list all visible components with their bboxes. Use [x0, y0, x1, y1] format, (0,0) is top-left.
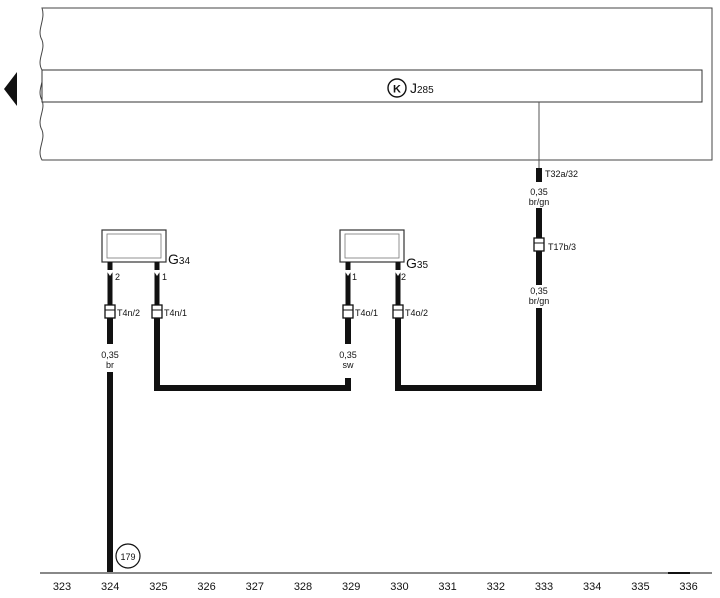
- ruler-label-332: 332: [487, 581, 505, 593]
- wire-j285-lower-color: br/gn: [529, 296, 550, 306]
- wire-g35-pin1-size: 0,35: [339, 350, 357, 360]
- ruler-label-326: 326: [197, 581, 215, 593]
- wire-j285-lower-size: 0,35: [530, 286, 548, 296]
- j285-index: 285: [417, 85, 434, 96]
- connector-t4o2-housing: [392, 304, 404, 319]
- g35-pin1-arrow-icon: [344, 270, 352, 276]
- sensor-g34: G34 2 1: [101, 229, 190, 282]
- wire-g34-pin2-size: 0,35: [101, 350, 119, 360]
- sensor-g35: G35 1 2: [339, 229, 428, 282]
- k-symbol-text: K: [393, 84, 401, 96]
- connector-t4o1: T4o/1: [342, 304, 378, 319]
- k-symbol-circle-icon: [387, 78, 407, 98]
- sensor-g34-index: 34: [179, 256, 191, 267]
- j285-label: J285: [410, 80, 434, 96]
- ruler-label-325: 325: [149, 581, 167, 593]
- connector-t4n2-housing: [104, 304, 116, 319]
- j285-name: J: [410, 80, 417, 96]
- wire-j285-upper-size: 0,35: [530, 187, 548, 197]
- sensor-g34-label: G34: [168, 251, 190, 267]
- wire-g34-pin2-color: br: [106, 360, 114, 370]
- ruler-label-329: 329: [342, 581, 360, 593]
- sensor-g35-pin-left: 1: [352, 272, 357, 282]
- ruler-label-324: 324: [101, 581, 119, 593]
- connector-t4o2-label: T4o/2: [405, 308, 428, 318]
- ruler-label-328: 328: [294, 581, 312, 593]
- connector-t17b-label: T17b/3: [548, 242, 576, 252]
- ruler-label-336: 336: [679, 581, 697, 593]
- ruler-label-334: 334: [583, 581, 601, 593]
- sensor-g34-name: G: [168, 251, 179, 267]
- wire-g35-to-j285: [395, 318, 542, 391]
- connector-t4o1-label: T4o/1: [355, 308, 378, 318]
- ruler-labels: 323 324 325 326 327 328 329 330 331 332 333 334 335 3…: [53, 581, 698, 593]
- connector-t4n2-label: T4n/2: [117, 308, 140, 318]
- sensor-g34-inner: [106, 233, 162, 259]
- g34-pin2-arrow-icon: [106, 270, 114, 276]
- g35-pin2-arrow-icon: [394, 270, 402, 276]
- ruler-label-323: 323: [53, 581, 71, 593]
- connector-t4n1: T4n/1: [151, 304, 187, 319]
- ground-ref-circle-icon: [115, 543, 141, 569]
- wire-g35-pin1-color: sw: [343, 360, 355, 370]
- ruler-label-330: 330: [390, 581, 408, 593]
- sensor-g34-pin-right: 1: [162, 272, 167, 282]
- sensor-g35-name: G: [406, 255, 417, 271]
- sensor-g35-pin-right: 2: [401, 272, 406, 282]
- sensor-g35-inner: [344, 233, 400, 259]
- wire-j285-upper-color: br/gn: [529, 197, 550, 207]
- sensor-g35-label: G35: [406, 255, 428, 271]
- connector-t32a-label: T32a/32: [545, 169, 578, 179]
- sensor-g34-pin-left: 2: [115, 272, 120, 282]
- g34-pin1-arrow-icon: [153, 270, 161, 276]
- ruler-label-335: 335: [631, 581, 649, 593]
- sensor-g35-index: 35: [417, 260, 429, 271]
- connector-t4n1-label: T4n/1: [164, 308, 187, 318]
- previous-page-arrow-icon[interactable]: [4, 72, 17, 106]
- control-unit-module: [41, 69, 703, 103]
- ruler-label-327: 327: [246, 581, 264, 593]
- connector-t17b-housing: [533, 237, 545, 252]
- connector-t4n2: T4n/2: [104, 304, 140, 319]
- connector-t4o1-housing: [342, 304, 354, 319]
- ruler-label-331: 331: [438, 581, 456, 593]
- sensor-pin-stubs: [106, 262, 402, 305]
- ruler-label-333: 333: [535, 581, 553, 593]
- wire-g34-to-g35: [154, 318, 351, 391]
- connector-t32a-pin: [536, 168, 542, 182]
- connector-t4n1-housing: [151, 304, 163, 319]
- connector-t4o2: T4o/2: [392, 304, 428, 319]
- ground-ref-label: 179: [120, 552, 135, 562]
- control-unit-label: K J285: [387, 78, 434, 98]
